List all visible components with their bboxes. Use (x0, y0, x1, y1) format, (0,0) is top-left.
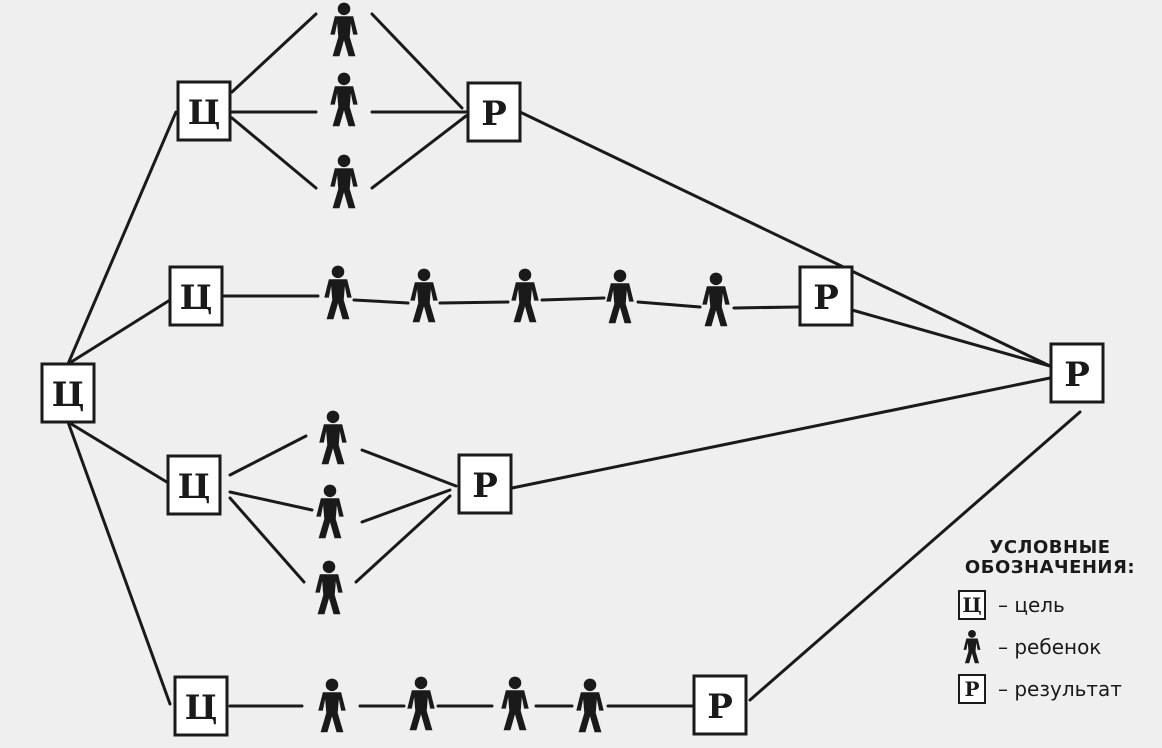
result-box: Р (466, 81, 522, 143)
result-box-icon: Р (958, 674, 986, 704)
legend-item-result-label: – результат (998, 677, 1122, 701)
child-figure-icon (511, 268, 539, 323)
result-box: Р (798, 265, 854, 327)
goal-box: Ц (166, 454, 222, 516)
connection-lines (66, 12, 1082, 708)
connection-line (360, 448, 458, 488)
connection-line (370, 12, 464, 110)
legend-title-line2: ОБОЗНАЧЕНИЯ: (964, 557, 1136, 578)
connection-line (540, 296, 606, 302)
goal-result-boxes: Ц Ц Ц Ц Ц Р Р Р Р Р (40, 80, 1105, 737)
box-label: Р (813, 278, 839, 318)
child-figure-icon (407, 676, 435, 731)
child-figure-icon (958, 630, 986, 664)
connection-line (66, 298, 172, 366)
child-figure-icon (318, 678, 346, 733)
box-label: Р (472, 466, 498, 506)
legend-item-result: Р – результат (958, 668, 1156, 710)
box-label: Р (707, 687, 733, 727)
box-frame (176, 80, 232, 142)
child-figure-icon (319, 410, 347, 465)
legend: УСЛОВНЫЕ ОБОЗНАЧЕНИЯ: Ц – цель – ребенок… (944, 538, 1156, 710)
box-label: Ц (188, 93, 221, 133)
child-figure-icon (576, 678, 604, 733)
child-figure-icon (316, 484, 344, 539)
connection-line (732, 305, 800, 310)
child-figure-icon (330, 154, 358, 209)
box-label: Ц (178, 467, 211, 507)
goal-box: Ц (173, 675, 229, 737)
connection-line (748, 410, 1082, 702)
box-label: Ц (185, 688, 218, 728)
connection-line (438, 300, 510, 305)
child-figure-icon (315, 560, 343, 615)
child-figure-icon (606, 269, 634, 324)
child-figure-icon (324, 265, 352, 320)
connection-line (228, 490, 314, 512)
connection-line (360, 488, 452, 524)
legend-title-line1: УСЛОВНЫЕ (989, 537, 1111, 558)
child-figure-icon (330, 2, 358, 57)
goal-box: Ц (40, 362, 96, 424)
box-label: Р (481, 94, 507, 134)
box-frame (457, 453, 513, 515)
box-frame (798, 265, 854, 327)
legend-item-child-label: – ребенок (998, 635, 1102, 659)
connection-line (370, 114, 468, 190)
goal-box: Ц (176, 80, 232, 142)
connection-line (66, 420, 172, 486)
box-label: Ц (180, 278, 213, 318)
box-frame (173, 675, 229, 737)
connection-line (230, 12, 318, 94)
connection-line (66, 110, 178, 366)
box-frame (1049, 342, 1105, 404)
connection-line (518, 110, 1052, 368)
box-label: Ц (52, 375, 85, 415)
box-frame (168, 265, 224, 327)
connection-line (66, 420, 172, 706)
legend-item-child: – ребенок (958, 626, 1156, 668)
box-frame (40, 362, 96, 424)
connection-line (510, 376, 1052, 490)
connection-line (230, 116, 318, 190)
child-figure-icon (501, 676, 529, 731)
box-frame (166, 454, 222, 516)
connection-line (850, 308, 1052, 368)
result-box: Р (457, 453, 513, 515)
connection-line (636, 300, 702, 309)
child-figure-icon (702, 272, 730, 327)
result-box: Р (1049, 342, 1105, 404)
box-frame (466, 81, 522, 143)
child-figure-icon (330, 72, 358, 127)
legend-item-goal-label: – цель (998, 593, 1065, 617)
box-label: Р (1064, 355, 1090, 395)
connection-line (228, 434, 308, 477)
child-figure-icon (410, 268, 438, 323)
box-frame (692, 674, 748, 736)
goal-box: Ц (168, 265, 224, 327)
connection-line (228, 496, 306, 584)
goal-box-icon: Ц (958, 590, 986, 620)
connection-line (352, 298, 410, 305)
result-box: Р (692, 674, 748, 736)
legend-item-goal: Ц – цель (958, 584, 1156, 626)
connection-line (354, 494, 452, 584)
